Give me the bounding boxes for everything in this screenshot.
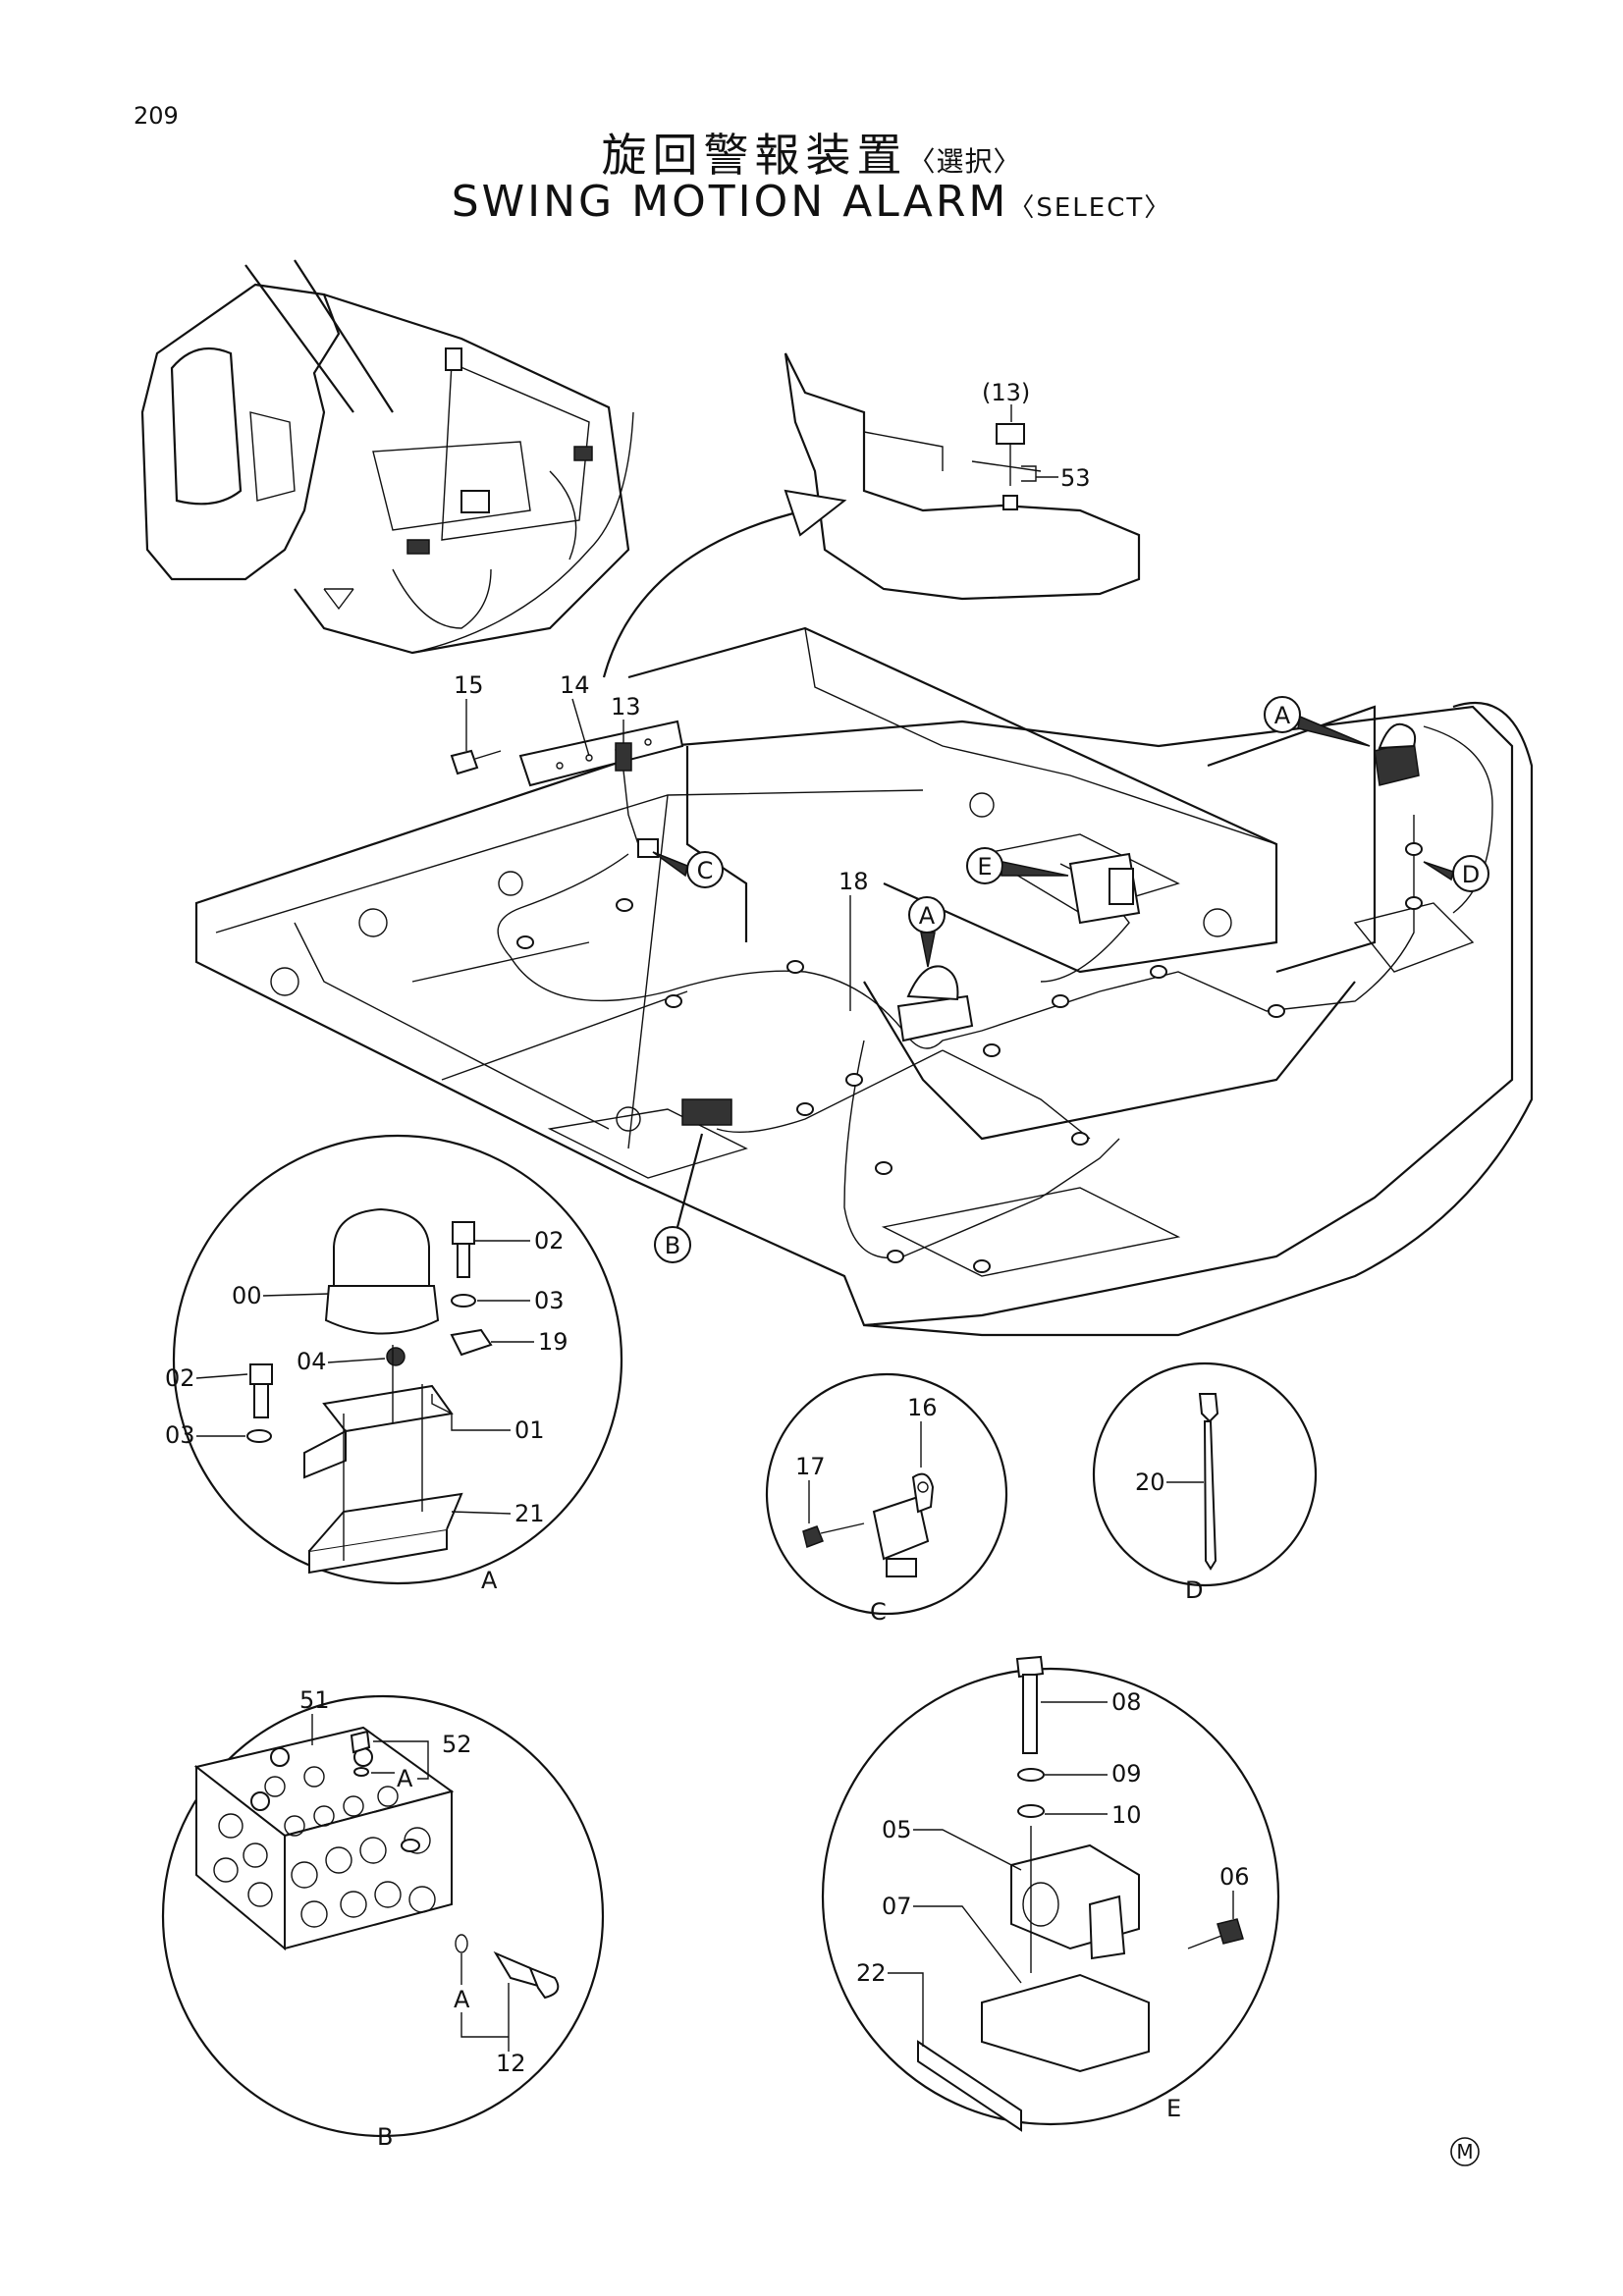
ref-circle-b: B (654, 1133, 704, 1263)
detail-a-label: A (481, 1567, 498, 1594)
detail-a-part-03-left: 03 (165, 1421, 195, 1449)
callout-15: 15 (454, 671, 484, 699)
page-number: 209 (134, 102, 179, 130)
svg-text:D: D (1462, 861, 1480, 888)
svg-text:A: A (919, 902, 936, 930)
detail-a-part-03-top: 03 (534, 1287, 565, 1314)
cab-inset-illustration (140, 259, 634, 655)
detail-d (1092, 1362, 1318, 1587)
svg-text:B: B (665, 1232, 680, 1259)
ref-circle-a-center: A (908, 896, 946, 968)
detail-e-part-07: 06 (1219, 1863, 1250, 1891)
detail-a-part-21: 21 (514, 1500, 545, 1527)
title-en-select: 〈SELECT〉 (1008, 193, 1172, 223)
detail-c-part-16: 16 (907, 1394, 938, 1421)
ref-circle-a-right: A (1264, 696, 1371, 747)
ref-circle-e: E (966, 847, 1069, 884)
detail-d-label: D (1185, 1576, 1203, 1604)
detail-a (172, 1134, 623, 1585)
detail-c-label: C (870, 1598, 887, 1626)
svg-text:C: C (697, 857, 714, 884)
svg-text:E: E (977, 853, 992, 881)
m-mark: M (1450, 2137, 1480, 2166)
title-japanese: 旋回警報装置〈選択〉 (0, 120, 1623, 185)
detail-b-part-51: 51 (299, 1686, 330, 1714)
detail-c (765, 1372, 1008, 1616)
detail-e-part-09: 09 (1111, 1760, 1142, 1788)
detail-b-part-12: 12 (496, 2050, 526, 2077)
main-frame-illustration (194, 626, 1534, 1337)
detail-e-part-06: 07 (882, 1893, 912, 1920)
detail-a-part-19: 19 (538, 1328, 568, 1356)
callout-14: 14 (560, 671, 590, 699)
arrow-to-inset (602, 508, 806, 678)
detail-a-part-02-top: 02 (534, 1227, 565, 1255)
callout-53: 53 (1060, 464, 1091, 492)
detail-b-part-52: 52 (442, 1731, 472, 1758)
detail-e-label: E (1166, 2095, 1181, 2122)
detail-d-part-20: 20 (1135, 1468, 1165, 1496)
title-jp-text: 旋回警報装置 (601, 129, 908, 182)
detail-b-part-a1: A (397, 1765, 413, 1792)
detail-e-part-10: 10 (1111, 1801, 1142, 1829)
svg-text:A: A (1274, 702, 1291, 729)
detail-b-label: B (377, 2123, 393, 2151)
detail-b (161, 1694, 605, 2138)
ref-circle-d: D (1423, 855, 1489, 892)
detail-e-part-08: 08 (1111, 1688, 1142, 1716)
detail-a-part-01: 01 (514, 1416, 545, 1444)
callout-13: 13 (611, 693, 641, 721)
detail-a-part-02-left: 02 (165, 1364, 195, 1392)
detail-e-part-22: 22 (856, 1959, 887, 1987)
detail-e-part-05: 05 (882, 1816, 912, 1843)
detail-a-part-04: 04 (297, 1348, 327, 1375)
title-en-text: SWING MOTION ALARM (451, 177, 1009, 227)
callout-13-paren: (13) (982, 379, 1030, 406)
detail-a-part-00: 00 (232, 1282, 262, 1309)
arrow-head (784, 489, 847, 537)
title-jp-select: 〈選択〉 (907, 145, 1022, 178)
detail-c-part-17: 17 (795, 1453, 826, 1480)
title-english: SWING MOTION ALARM〈SELECT〉 (0, 177, 1623, 227)
callout-18: 18 (839, 868, 869, 895)
ref-circle-c: C (652, 851, 724, 888)
detail-b-part-a2: A (454, 1986, 470, 2013)
detail-e (821, 1655, 1280, 2132)
svg-text:M: M (1456, 2140, 1473, 2163)
